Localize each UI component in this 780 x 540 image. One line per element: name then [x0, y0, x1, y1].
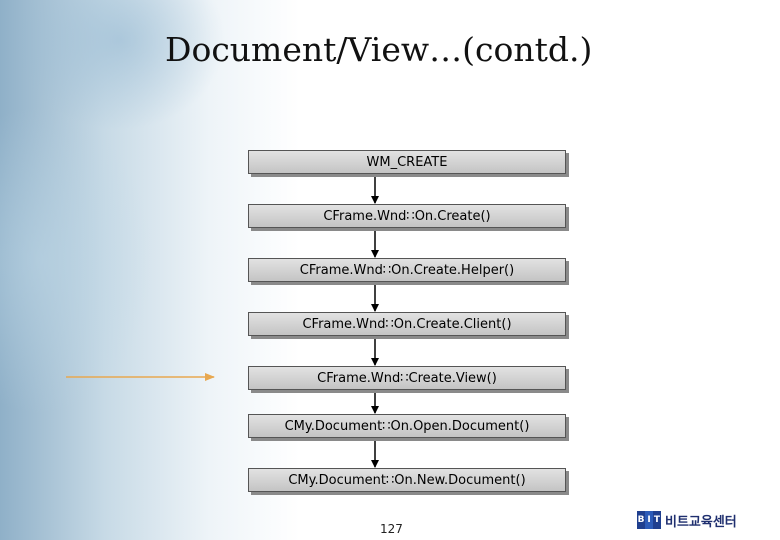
flow-step-oncreate: CFrame.Wnd∷On.Create() — [248, 204, 566, 228]
logo-letter: T — [653, 511, 661, 529]
flow-step-onopendocument: CMy.Document∷On.Open.Document() — [248, 414, 566, 438]
bit-logo: B I T 비트교육센터 — [637, 511, 737, 530]
slide-title: Document/View…(contd.) — [165, 30, 593, 69]
flow-step-oncreateclient: CFrame.Wnd∷On.Create.Client() — [248, 312, 566, 336]
logo-letter: I — [645, 511, 653, 529]
page-number: 127 — [380, 522, 403, 536]
flow-step-wm-create: WM_CREATE — [248, 150, 566, 174]
flow-step-onnewdocument: CMy.Document∷On.New.Document() — [248, 468, 566, 492]
logo-letter: B — [637, 511, 645, 529]
flow-step-oncreatehelper: CFrame.Wnd∷On.Create.Helper() — [248, 258, 566, 282]
logo-text: 비트교육센터 — [665, 514, 737, 530]
flow-step-createview: CFrame.Wnd∷Create.View() — [248, 366, 566, 390]
logo-mark-icon: B I T — [637, 511, 661, 529]
